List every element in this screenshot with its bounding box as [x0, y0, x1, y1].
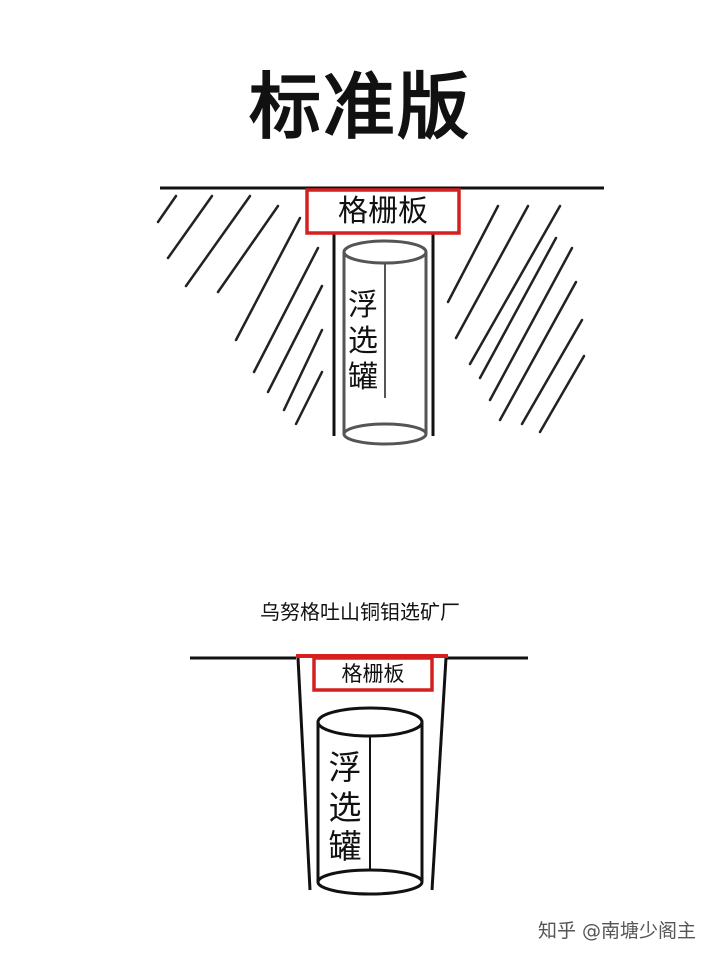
tank-label-char: 选 — [328, 787, 362, 827]
tank-label-char: 浮 — [348, 288, 378, 323]
soil-hatching-right — [446, 204, 586, 434]
pit-wall-left-plant — [296, 657, 312, 891]
grate-board-standard — [305, 188, 461, 235]
tank-label-plant: 浮 选 罐 — [320, 748, 370, 867]
watermark: 知乎 @南塘少阁主 — [537, 920, 696, 942]
flotation-tank-plant — [316, 706, 424, 896]
flotation-tank-standard — [342, 239, 428, 446]
grate-label-plant: 格栅板 — [341, 662, 405, 686]
tank-label-char: 罐 — [328, 827, 362, 867]
tank-label-char: 罐 — [348, 360, 378, 395]
plant-diagram — [190, 654, 528, 896]
standard-diagram — [156, 186, 604, 446]
tank-label-char: 浮 — [328, 748, 362, 787]
tank-label-standard: 浮 选 罐 — [341, 288, 385, 396]
pit-wall-right-plant — [430, 657, 448, 891]
tank-label-char: 选 — [348, 324, 378, 359]
soil-hatching-left — [156, 194, 324, 426]
page-title: 标准版 — [248, 65, 471, 149]
grate-label-standard: 格栅板 — [338, 194, 428, 229]
plant-name: 乌努格吐山铜钼选矿厂 — [260, 600, 460, 624]
grate-board-plant — [312, 656, 434, 692]
